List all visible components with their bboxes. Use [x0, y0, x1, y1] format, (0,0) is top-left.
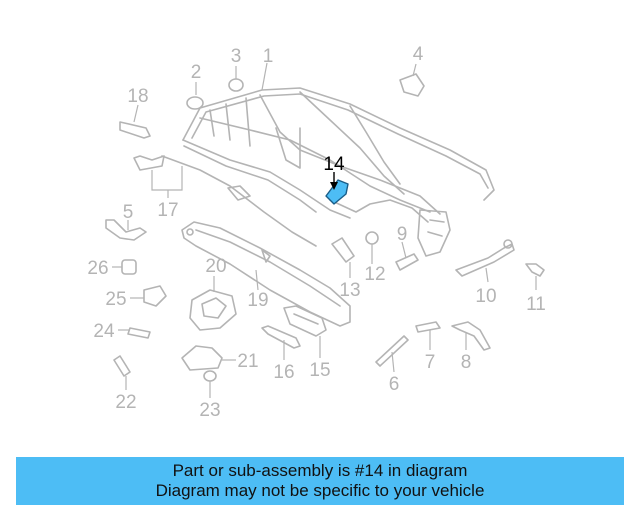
callout-1: 1	[263, 46, 274, 67]
callout-15: 15	[309, 360, 330, 381]
callout-9: 9	[397, 224, 408, 245]
callout-20: 20	[205, 256, 226, 277]
top-frame-assembly	[182, 87, 495, 257]
callout-3: 3	[231, 46, 242, 67]
part-12-grommet	[365, 231, 379, 264]
part-16-strap	[261, 325, 301, 360]
leader-1	[261, 62, 268, 91]
part-9-damper	[395, 241, 419, 271]
callout-13: 13	[339, 280, 360, 301]
part-19-rail	[181, 221, 351, 327]
part-22-bolt	[113, 355, 131, 390]
info-banner: Part or sub-assembly is #14 in diagram D…	[16, 457, 624, 505]
part-13-stop	[331, 237, 355, 278]
callout-12: 12	[364, 264, 385, 285]
callout-6: 6	[389, 374, 400, 395]
callout-26: 26	[87, 258, 108, 279]
parts-diagram: 1 2 3 4 5 6 7 8 9 10 11 12 13 14 15 16 1…	[87, 44, 545, 421]
banner-line-part: Part or sub-assembly is #14 in diagram	[172, 461, 468, 480]
callout-10: 10	[475, 286, 496, 307]
banner-line-disclaimer: Diagram may not be specific to your vehi…	[155, 481, 485, 500]
callout-16: 16	[273, 362, 294, 383]
part-14-highlighted[interactable]	[325, 172, 349, 205]
callout-19: 19	[247, 290, 268, 311]
part-3-grommet	[228, 66, 244, 92]
part-18-bracket	[119, 104, 151, 139]
callout-23: 23	[199, 400, 220, 421]
callout-7: 7	[425, 352, 436, 373]
part-26-nut	[112, 259, 137, 275]
part-17-cable	[133, 155, 317, 247]
part-8-trim	[451, 321, 491, 351]
callout-21: 21	[237, 351, 258, 372]
callout-8: 8	[461, 352, 472, 373]
part-15-bracket	[283, 305, 327, 358]
part-10-strut	[455, 239, 515, 283]
callout-labels: 1 2 3 4 5 6 7 8 9 10 11 12 13 14 15 16 1…	[87, 44, 545, 421]
callout-4: 4	[413, 44, 424, 65]
callout-25: 25	[105, 289, 126, 310]
callout-18: 18	[127, 86, 148, 107]
callout-14: 14	[323, 154, 345, 175]
part-5-bracket	[105, 219, 147, 241]
part-25-hinge	[130, 285, 167, 307]
part-23-clip	[203, 370, 217, 398]
part-6-seal	[375, 335, 409, 373]
callout-5: 5	[123, 202, 134, 223]
part-24-pin	[118, 327, 151, 339]
part-20-cover	[189, 276, 237, 331]
part-2-grommet	[186, 82, 204, 110]
callout-2: 2	[191, 62, 202, 83]
part-21-mount	[181, 345, 236, 371]
callout-24: 24	[93, 321, 115, 342]
callout-22: 22	[115, 392, 136, 413]
part-4-latch	[399, 63, 425, 97]
part-11-ballstud	[525, 263, 545, 290]
part-7-trim	[415, 321, 441, 350]
callout-17: 17	[157, 200, 178, 221]
callout-11: 11	[526, 294, 546, 315]
